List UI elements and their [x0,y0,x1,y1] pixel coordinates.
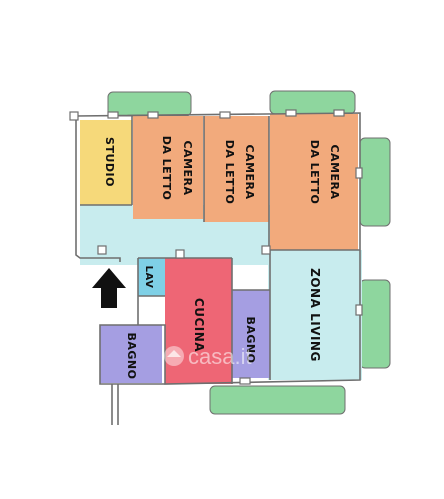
window-mark [239,377,251,385]
cucina-room [165,258,232,384]
window-mark [285,109,297,117]
window-mark [261,245,271,255]
camera-da-letto-3-room [270,114,358,250]
camera-2-label-line2: DA LETTO [223,140,236,205]
outer-wall [75,112,361,385]
bagno-center-label: BAGNO [244,317,257,364]
bagno-left-label: BAGNO [125,333,138,380]
watermark-text: casa.it [188,344,252,369]
camera-1-label-line2: DA LETTO [160,136,173,201]
camera-1-label-line1: CAMERA [181,140,194,195]
balcony-right-top [359,137,391,227]
camera-da-letto-2-room [204,116,269,222]
lav-label: LAV [143,266,154,289]
window-mark [175,249,185,259]
balcony-bottom [209,385,346,415]
studio-label: STUDIO [103,137,116,187]
watermark-house-roof-icon [167,350,181,357]
balconies [107,90,391,415]
camera-2-label-line1: CAMERA [243,144,256,199]
window-mark [355,167,363,179]
left-outer-wall [75,116,121,262]
window-mark [219,111,231,119]
zona-living-label: ZONA LIVING [308,268,322,362]
zona-living-room [268,250,362,380]
walls [75,112,361,425]
entrance-arrow-icon [92,268,126,308]
window-mark [147,111,159,119]
lav-room [138,258,168,296]
camera-3-label-line2: DA LETTO [308,140,321,205]
window-mark [97,245,107,255]
window-mark [333,109,345,117]
window-marks [69,109,363,385]
balcony-right-bottom [359,279,391,369]
bagno-left-room [100,325,162,383]
camera-da-letto-1-room [133,116,203,219]
bagno-center-room [232,290,270,378]
watermark: casa.it [164,344,252,369]
window-mark [69,111,79,121]
studio-room [80,120,132,205]
room-labels: STUDIO CAMERA DA LETTO CAMERA DA LETTO C… [103,136,341,380]
camera-3-label-line1: CAMERA [328,144,341,199]
window-mark [107,111,119,119]
window-mark [355,304,363,316]
cucina-label: CUCINA [192,298,206,352]
rooms [80,114,362,384]
